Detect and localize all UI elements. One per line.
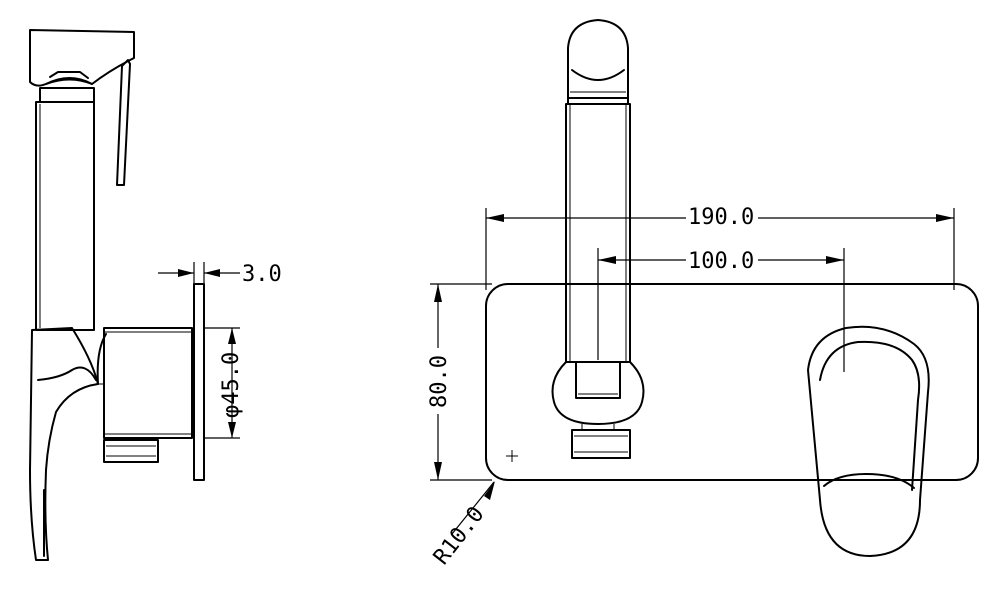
center-mark [506, 450, 518, 462]
spray-neck-side [39, 87, 95, 103]
handle-tube-side [35, 101, 95, 331]
wall-plate-side [193, 283, 205, 481]
dim-plate-height-label: 80.0 [427, 355, 452, 408]
dim-outlet-diameter-label: φ45.0 [219, 352, 244, 418]
front-view: 190.0 100.0 80.0 R10.0 [420, 19, 979, 570]
dim-corner-radius-label: R10.0 [429, 502, 489, 570]
dim-center-distance-label: 100.0 [688, 249, 754, 274]
dim-plate-thickness-label: 3.0 [242, 262, 282, 287]
dim-overall-width-label: 190.0 [688, 205, 754, 230]
dim-plate-height: 80.0 [420, 283, 492, 481]
dim-outlet-diameter: φ45.0 [204, 327, 244, 439]
side-view: 3.0 φ45.0 [29, 29, 282, 561]
dim-corner-radius: R10.0 [429, 481, 495, 570]
valve-body-side [96, 327, 193, 463]
bracket-side [29, 327, 99, 561]
dim-overall-width: 190.0 [485, 200, 955, 290]
dim-center-distance: 100.0 [597, 244, 845, 372]
dim-plate-thickness: 3.0 [158, 262, 282, 287]
spray-head-front [567, 19, 629, 105]
outlet-front [551, 361, 645, 459]
spray-head-side [29, 29, 135, 186]
wall-plate-front [485, 283, 979, 481]
lever-front [807, 325, 930, 557]
